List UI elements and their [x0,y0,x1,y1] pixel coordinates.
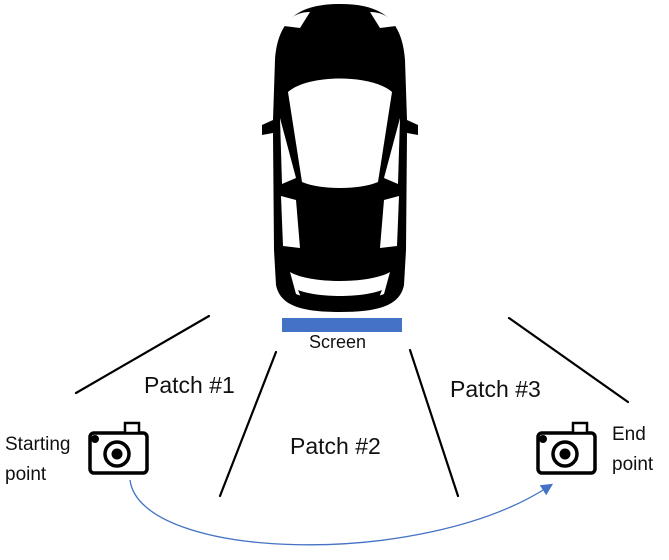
starting-point-label: Starting point [5,430,70,490]
patch-1-label: Patch #1 [144,372,235,398]
end-point-line2: point [612,454,654,475]
camera-icon [88,421,149,475]
camera-icon [536,421,597,475]
screen-bar [282,318,402,332]
patch-3-label: Patch #3 [450,376,541,402]
end-point-label: End point [612,420,653,480]
screen-label: Screen [309,332,367,352]
car-top-view-icon [262,4,418,312]
starting-point-line2: point [5,464,47,485]
patch-2-label: Patch #2 [290,433,381,459]
left-outer-line [74,314,211,395]
left-inner-line [218,350,278,498]
right-inner-line [408,348,460,498]
end-point-line1: End [612,424,646,445]
starting-point-line1: Starting [5,434,71,455]
trajectory-arc [129,479,554,546]
patch-boundaries [74,314,630,498]
right-outer-line [507,316,630,404]
